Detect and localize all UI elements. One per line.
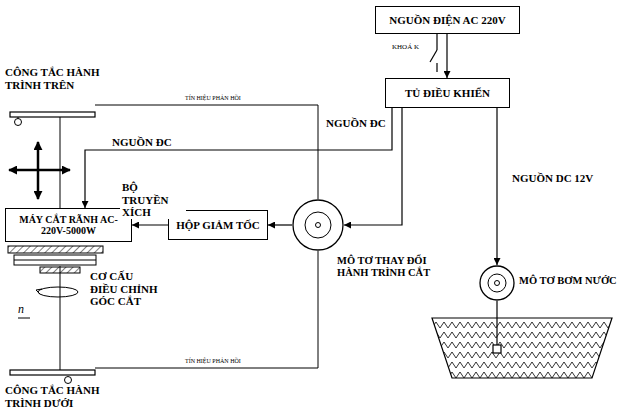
upper-limit-switch bbox=[10, 112, 95, 126]
connector-label: NGUỒN ĐC bbox=[324, 117, 388, 130]
part-label: CÔNG TẮC HÀNH TRÌNH TRÊN bbox=[5, 66, 125, 91]
connector bbox=[496, 108, 497, 265]
process-box: NGUỒN ĐIỆN AC 220V bbox=[375, 6, 520, 34]
box-label: HỘP GIẢM TỐC bbox=[176, 219, 260, 232]
motor-label: MÔ TƠ THAY ĐỔI HÀNH TRÌNH CẮT bbox=[337, 255, 437, 279]
connector bbox=[446, 34, 447, 78]
box-label: NGUỒN ĐIỆN AC 220V bbox=[389, 14, 505, 27]
box-label: MÁY CẮT RÃNH AC-220V-5000W bbox=[10, 214, 127, 237]
box-label: TỦ ĐIỀU KHIỂN bbox=[405, 87, 490, 100]
signal-label: TÍN HIỆU PHẢN HỒI bbox=[185, 358, 265, 365]
guide-rod bbox=[60, 117, 61, 370]
connector bbox=[132, 224, 168, 225]
switch-k bbox=[430, 34, 437, 72]
water-tank bbox=[432, 301, 612, 378]
connector bbox=[268, 224, 292, 225]
process-box: MÁY CẮT RÃNH AC-220V-5000W bbox=[5, 208, 132, 242]
connector-label: NGUỒN ĐC bbox=[110, 136, 174, 149]
speed-symbol: n bbox=[18, 303, 32, 317]
signal-label: TÍN HIỆU PHẢN HỒI bbox=[185, 95, 265, 102]
motor-label: MÔ TƠ BƠM NƯỚC bbox=[519, 275, 617, 287]
part-label: CƠ CẤU ĐIỀU CHỈNH GÓC CẮT bbox=[90, 270, 158, 308]
cutter-head bbox=[8, 246, 103, 318]
motor-symbol: MÔ TƠ THAY ĐỔI HÀNH TRÌNH CẮT bbox=[292, 199, 344, 251]
motor-symbol: MÔ TƠ BƠM NƯỚC bbox=[479, 265, 515, 301]
motor-outline bbox=[479, 265, 515, 301]
lower-limit-switch bbox=[10, 370, 95, 384]
motor-outline bbox=[292, 199, 344, 251]
process-box: TỦ ĐIỀU KHIỂN bbox=[385, 78, 510, 108]
connector-label: NGUỒN DC 12V bbox=[510, 172, 595, 185]
connector-label: BỘ TRUYỀN XÍCH bbox=[120, 181, 186, 219]
part-label: KHOÁ K bbox=[392, 43, 432, 51]
part-label: CÔNG TẮC HÀNH TRÌNH DƯỚI bbox=[5, 384, 125, 409]
motion-arrows bbox=[9, 142, 70, 199]
